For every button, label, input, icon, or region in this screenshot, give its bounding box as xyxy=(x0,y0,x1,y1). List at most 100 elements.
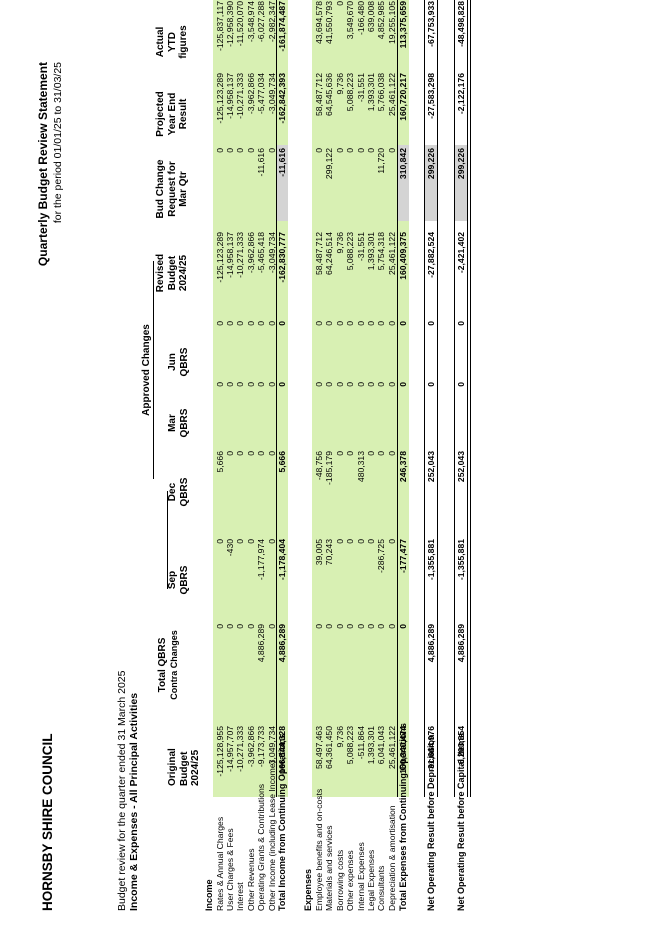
cell-sep: -177,477 xyxy=(398,539,408,573)
cell-mar: 0 xyxy=(355,382,366,387)
cell-actual: 4,852,985 xyxy=(376,1,387,40)
cell-bud-change: 0 xyxy=(355,148,366,153)
cell-dec: 0 xyxy=(224,451,235,456)
cell-mar: 0 xyxy=(256,382,267,387)
cell-revised: -14,958,137 xyxy=(224,232,235,278)
cell-total-qbrs: 0 xyxy=(334,624,345,629)
cell-mar: 0 xyxy=(324,382,335,387)
cell-revised: -31,551 xyxy=(355,232,366,262)
cell-original: -3,962,866 xyxy=(245,726,256,768)
cell-dec: 0 xyxy=(386,451,397,456)
cell-dec: 480,313 xyxy=(355,451,366,483)
row-label: Legal Expenses xyxy=(366,849,376,911)
row-label: Consultants xyxy=(376,865,387,911)
cell-actual: -11,520,070 xyxy=(235,1,246,47)
cell-bud-change: 310,842 xyxy=(398,148,408,180)
cell-projected: -14,958,137 xyxy=(224,73,235,119)
net-before-depreciation-row: Net Operating Result before Depreciation… xyxy=(425,1,437,911)
cell-revised: 5,088,223 xyxy=(345,232,356,271)
row-label: User Charges & Fees xyxy=(224,828,235,911)
cell-revised: -5,465,418 xyxy=(256,232,267,274)
council-name: HORNSBY SHIRE COUNCIL xyxy=(40,733,55,911)
cell-total-qbrs: 0 xyxy=(214,624,225,629)
col-header-jun-line-1: Jun xyxy=(167,353,178,371)
approved-changes-heading: Approved Changes xyxy=(141,324,152,416)
net-depreciation-bottom-rule xyxy=(437,0,438,797)
net-capital-bottom-rule xyxy=(467,0,468,797)
cell-revised: -2,421,402 xyxy=(455,232,466,274)
cell-actual: -161,874,487 xyxy=(277,1,287,52)
cell-original: -511,864 xyxy=(355,726,366,760)
cell-jun: 0 xyxy=(314,321,324,326)
statement-title: Quarterly Budget Review Statement xyxy=(36,62,50,267)
cell-jun: 0 xyxy=(425,321,436,326)
cell-bud-change: 0 xyxy=(314,148,324,153)
cell-actual: 0 xyxy=(334,1,345,6)
row-label: Employee benefits and on-costs xyxy=(314,788,324,911)
cell-sep: -286,725 xyxy=(376,539,387,573)
cell-jun: 0 xyxy=(376,321,387,326)
cell-revised: 9,736 xyxy=(334,232,345,254)
row-label: Income xyxy=(204,879,214,911)
cell-dec: 0 xyxy=(376,451,387,456)
cell-sep: -1,355,881 xyxy=(425,539,436,581)
cell-original: -166,544,328 xyxy=(277,726,287,777)
cell-dec: 0 xyxy=(334,451,345,456)
cell-bud-change: -11,616 xyxy=(256,148,267,177)
cell-sep: 0 xyxy=(345,539,356,544)
cell-mar: 0 xyxy=(376,382,387,387)
cell-total-qbrs: 0 xyxy=(376,624,387,629)
cell-projected: 9,736 xyxy=(334,73,345,95)
row-label: Interest xyxy=(235,882,246,911)
cell-projected: 1,393,301 xyxy=(366,73,376,112)
cell-total-qbrs: 0 xyxy=(345,624,356,629)
cell-actual: 113,375,659 xyxy=(398,1,408,49)
cell-projected: -31,551 xyxy=(355,73,366,103)
cell-total-qbrs: 0 xyxy=(355,624,366,629)
cell-bud-change: 0 xyxy=(345,148,356,153)
col-header-original-line-1: Original xyxy=(167,748,178,786)
cell-projected: -2,122,176 xyxy=(455,73,466,115)
review-description: Budget review for the quarter ended 31 M… xyxy=(116,670,128,912)
row-label: Other expenses xyxy=(345,850,356,911)
total-income-row: Total Income from Continuing Operations-… xyxy=(277,1,288,911)
cell-projected: -10,271,333 xyxy=(235,73,246,119)
cell-jun: 0 xyxy=(324,321,335,326)
expenses-subtotal-rule xyxy=(397,0,398,797)
cell-actual: 41,550,793 xyxy=(324,1,335,45)
cell-bud-change: 0 xyxy=(224,148,235,153)
cell-revised: 58,487,712 xyxy=(314,232,324,276)
cell-original: -9,173,733 xyxy=(256,726,267,768)
statement-period: for the period 01/01/25 to 31/03/25 xyxy=(52,62,64,224)
cell-projected: 160,720,217 xyxy=(398,73,408,121)
cell-jun: 0 xyxy=(455,321,466,326)
cell-original: 1,393,301 xyxy=(366,726,376,765)
cell-dec: 0 xyxy=(245,451,256,456)
cell-total-qbrs: 0 xyxy=(324,624,335,629)
cell-projected: 5,088,223 xyxy=(345,73,356,112)
cell-sep: -1,178,404 xyxy=(277,539,287,581)
cell-actual: -3,548,974 xyxy=(245,1,256,43)
cell-mar: 0 xyxy=(224,382,235,387)
cell-revised: 25,461,122 xyxy=(386,232,397,276)
col-header-total-qbrs-line-1: Total QBRS xyxy=(157,637,168,693)
cell-sep: -430 xyxy=(224,539,235,557)
cell-projected: -27,583,298 xyxy=(425,73,436,119)
cell-sep: 0 xyxy=(386,539,397,544)
cell-jun: 0 xyxy=(245,321,256,326)
cell-original: 5,088,223 xyxy=(345,726,356,765)
cell-revised: 1,393,301 xyxy=(366,232,376,271)
cell-original: -14,957,707 xyxy=(224,726,235,772)
col-header-revised-line-2: Budget xyxy=(166,255,178,291)
cell-bud-change: 0 xyxy=(245,148,256,153)
row-label: Internal Expenses xyxy=(355,842,366,911)
cell-actual: -48,498,828 xyxy=(455,1,466,47)
cell-jun: 0 xyxy=(256,321,267,326)
cell-actual: -6,027,288 xyxy=(256,1,267,43)
